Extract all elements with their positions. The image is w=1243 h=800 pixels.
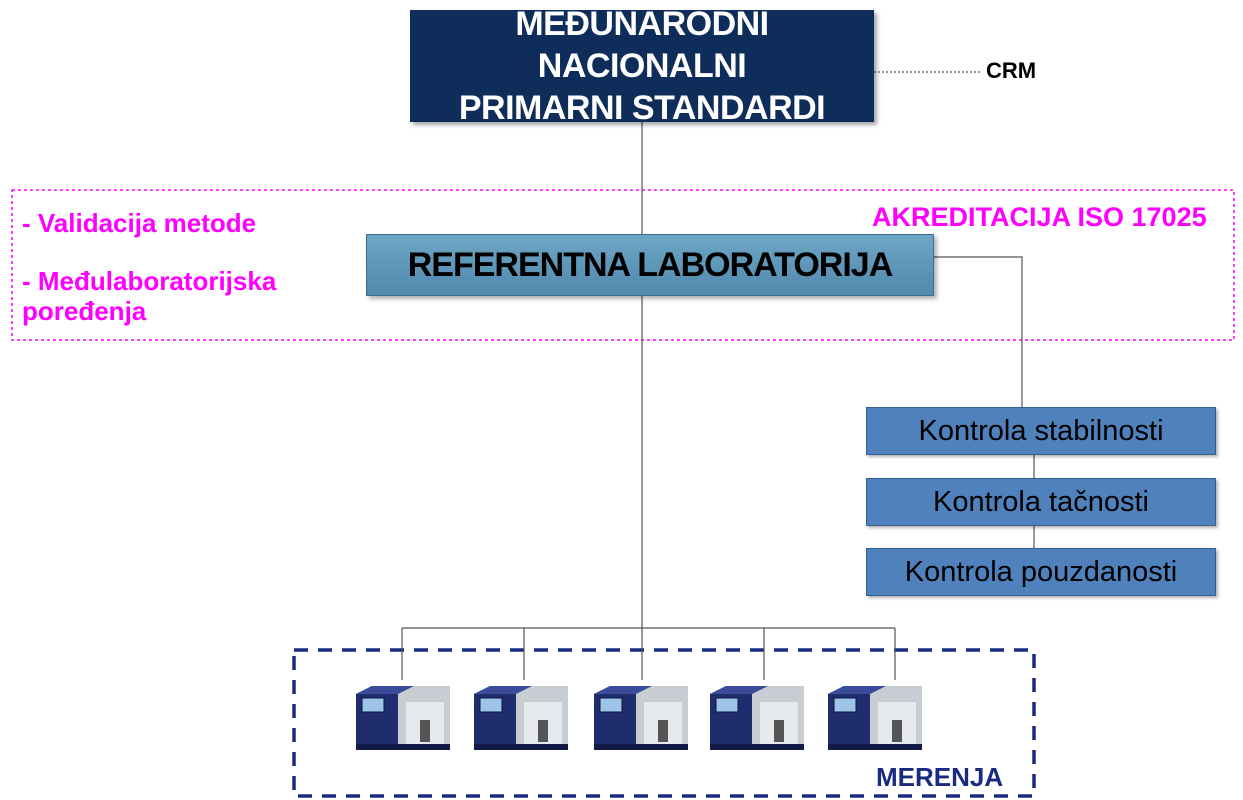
control-reliability-box: Kontrola pouzdanosti (866, 548, 1216, 596)
control-stability-box: Kontrola stabilnosti (866, 407, 1216, 455)
analyzer-device-icon (594, 686, 688, 750)
connector-ref-to-controls (934, 256, 1023, 407)
analyzer-device-icon (710, 686, 804, 750)
measurement-region (292, 648, 1036, 798)
note-interlab-line2: poređenja (22, 296, 147, 326)
measurements-label: MERENJA (876, 762, 1004, 792)
analyzer-device-icon (474, 686, 568, 750)
analyzer-device-icon (828, 686, 922, 750)
note-method-validation: - Validacija metode (22, 208, 257, 238)
note-interlab-line1: - Međulaboratorijska (22, 266, 277, 296)
crm-label: CRM (986, 58, 1037, 83)
primary-standards-line1: MEĐUNARODNI NACIONALNI (515, 5, 769, 85)
accreditation-region (11, 189, 1235, 341)
primary-standards-box: MEĐUNARODNI NACIONALNI PRIMARNI STANDARD… (410, 5, 874, 127)
primary-standards-line2: PRIMARNI STANDARDI (458, 89, 826, 127)
control-accuracy-box: Kontrola tačnosti (866, 478, 1216, 526)
analyzer-device-icon (356, 686, 450, 750)
accreditation-label: AKREDITACIJA ISO 17025 (872, 202, 1207, 232)
reference-laboratory-box: REFERENTNA LABORATORIJA (366, 234, 934, 296)
